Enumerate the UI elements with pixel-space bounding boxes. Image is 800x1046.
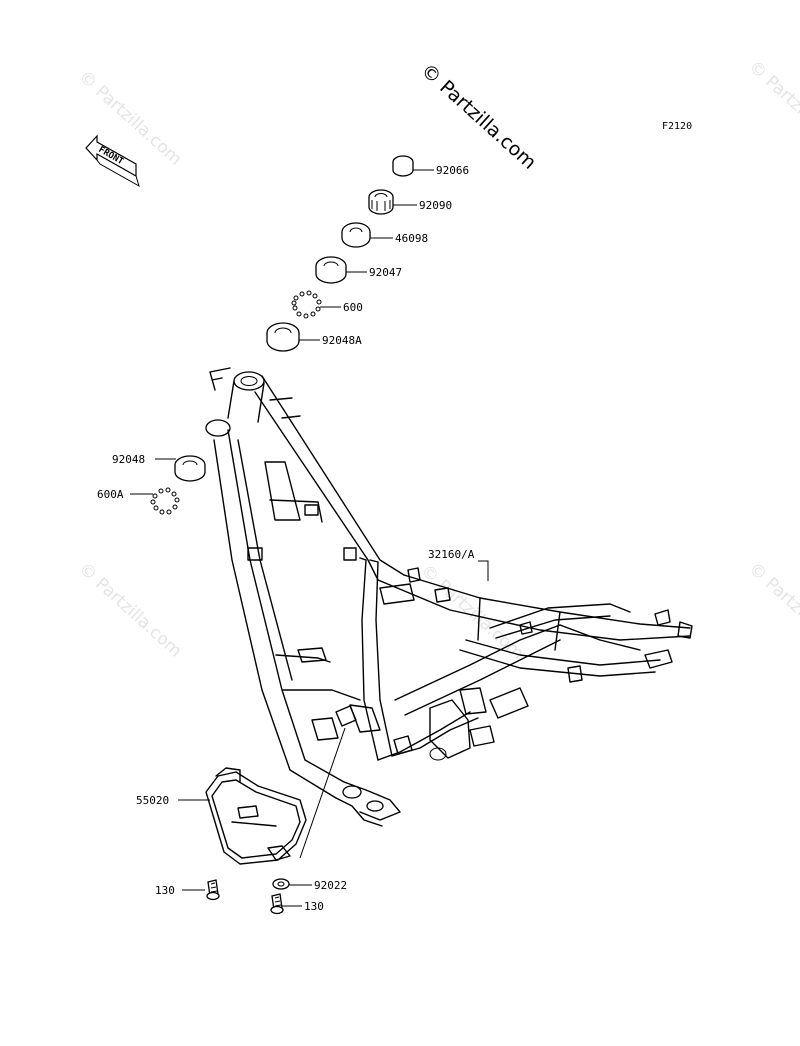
label-130-left: 130 — [155, 884, 175, 897]
watermark-group: © Partzilla.com © Partzilla.com © Partzi… — [75, 57, 800, 664]
part-labels: 92066 92090 46098 92047 600 92048A 92048… — [97, 164, 475, 913]
label-600: 600 — [343, 301, 363, 314]
part-92048A-race — [266, 322, 300, 352]
part-92047-bearing — [315, 256, 347, 284]
part-55020-guard — [205, 767, 307, 865]
label-130-right: 130 — [304, 900, 324, 913]
label-92048: 92048 — [112, 453, 145, 466]
watermark-top-right: © Partzilla.com — [745, 57, 800, 160]
label-92066: 92066 — [436, 164, 469, 177]
part-92090-nut — [368, 189, 394, 215]
figure-code: F2120 — [662, 121, 692, 132]
front-arrow-icon: FRONT — [85, 134, 140, 188]
label-92022: 92022 — [314, 879, 347, 892]
brand-watermark: © Partzilla.com — [417, 59, 541, 173]
watermark-mid-right: © Partzilla.com — [745, 559, 800, 662]
watermark-mid-center: © Partzilla.com — [417, 561, 528, 664]
part-92066-cap — [392, 155, 414, 177]
part-46098-washer — [341, 222, 371, 248]
label-55020: 55020 — [136, 794, 169, 807]
part-600A-ball-ring — [150, 487, 180, 515]
label-92090: 92090 — [419, 199, 452, 212]
part-600-ball-ring — [291, 290, 322, 319]
label-46098: 46098 — [395, 232, 428, 245]
part-92048-race — [174, 455, 206, 482]
part-130-bolt-left — [206, 879, 220, 901]
label-32160A: 32160/A — [428, 548, 475, 561]
frame-32160A — [205, 367, 693, 827]
label-600A: 600A — [97, 488, 124, 501]
label-92047: 92047 — [369, 266, 402, 279]
label-92048A: 92048A — [322, 334, 362, 347]
leader-lines — [130, 169, 489, 907]
watermark-mid-left: © Partzilla.com — [75, 559, 186, 662]
part-92022-washer — [272, 878, 290, 890]
part-130-bolt-right — [270, 893, 284, 915]
